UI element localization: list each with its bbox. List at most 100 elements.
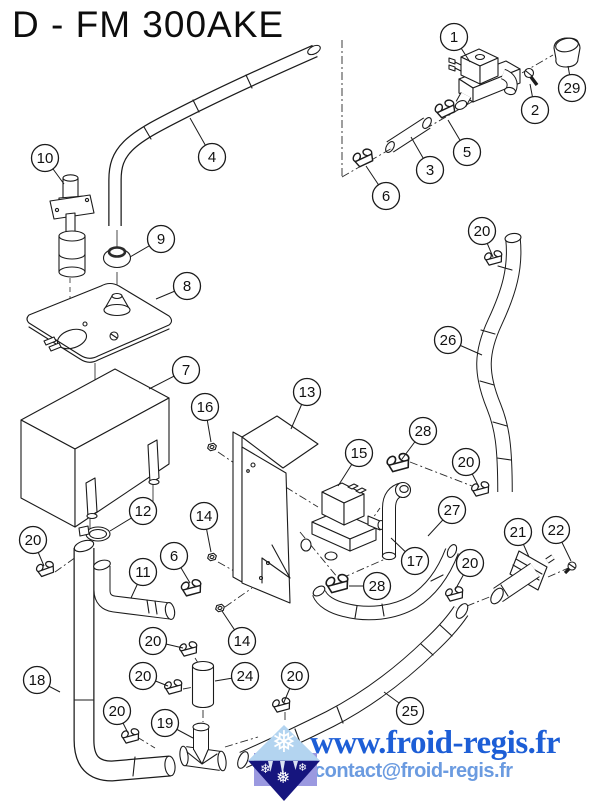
callout-20: [451, 447, 481, 477]
part-28-clamp-a: [383, 449, 414, 474]
callout-number: 29: [564, 80, 581, 97]
snowflake-icon: ❅: [276, 768, 291, 787]
callout-17: [400, 546, 430, 576]
callout-number: 14: [196, 508, 213, 525]
page-title: D - FM 300AKE: [12, 4, 285, 45]
icicle-icon: [293, 761, 298, 770]
callout-15: [344, 438, 374, 468]
callout-number: 24: [237, 668, 254, 685]
callout-26: [433, 325, 463, 355]
part-21-fitting: [490, 550, 555, 605]
callout-number: 12: [135, 503, 152, 520]
callout-3: [415, 155, 445, 185]
callout-28: [362, 571, 392, 601]
part-12-ring-clamp: [78, 525, 111, 542]
part-13-bracket: [232, 415, 319, 604]
callout-16: [190, 392, 220, 422]
snowflake-icon: ❄: [260, 761, 271, 776]
part-14-nut-a: [206, 552, 218, 562]
part-15-solenoid-valve: [300, 482, 385, 561]
callout-number: 7: [182, 362, 190, 379]
callout-28: [408, 416, 438, 446]
callout-5: [452, 137, 482, 167]
part-9-grommet: [102, 246, 132, 269]
callout-number: 21: [510, 524, 527, 541]
callout-number: 9: [157, 231, 165, 248]
icicle-icon: [268, 761, 273, 772]
callout-1: [439, 22, 469, 52]
callout-12: [128, 496, 158, 526]
callout-19: [150, 708, 180, 738]
part-16-nut: [206, 442, 218, 452]
callout-20: [455, 548, 485, 578]
callout-number: 15: [351, 445, 368, 462]
part-14-nut-b: [214, 603, 226, 613]
callout-number: 20: [458, 454, 475, 471]
part-22-screw: [563, 561, 577, 575]
part-5-clamp: [430, 95, 460, 121]
callout-number: 19: [157, 715, 174, 732]
callout-13: [292, 377, 322, 407]
callout-number: 20: [135, 668, 152, 685]
part-4-hose: [108, 44, 321, 226]
callout-6: [371, 181, 401, 211]
callout-number: 25: [402, 703, 419, 720]
callout-20: [18, 525, 48, 555]
part-26-hose: [476, 232, 522, 493]
part-20-clamp-b: [468, 478, 493, 498]
callout-8: [172, 271, 202, 301]
callout-number: 4: [208, 149, 216, 166]
callout-number: 18: [29, 672, 46, 689]
callout-number: 17: [407, 553, 424, 570]
part-6-clamp-top: [348, 144, 378, 170]
callout-number: 8: [183, 278, 191, 295]
part-20-clamp-d: [176, 638, 201, 658]
callout-2: [520, 95, 550, 125]
callout-number: 26: [440, 332, 457, 349]
part-24-sleeve: [191, 660, 215, 709]
part-19-tee-fitting: [179, 722, 227, 772]
part-18-hose: [73, 539, 176, 782]
part-20-clamp-h: [442, 583, 467, 603]
part-3-tube: [385, 117, 432, 153]
callout-number: 20: [474, 223, 491, 240]
callout-18: [22, 665, 52, 695]
callout-number: 11: [135, 564, 151, 581]
callout-number: 14: [234, 633, 251, 650]
part-7-tank: [20, 368, 170, 528]
callout-number: 22: [548, 522, 565, 539]
callout-number: 16: [197, 399, 214, 416]
part-20-clamp-c: [32, 557, 58, 579]
part-2-screw: [523, 67, 539, 87]
callout-20: [102, 696, 132, 726]
email-link[interactable]: contact@froid-regis.fr: [314, 760, 513, 782]
callout-11: [128, 557, 158, 587]
callout-number: 20: [462, 555, 479, 572]
callout-27: [437, 495, 467, 525]
part-20-clamp-a: [481, 247, 506, 267]
callout-21: [503, 517, 533, 547]
icicle-icon: [280, 761, 285, 775]
callout-number: 28: [415, 423, 432, 440]
callout-number: 1: [450, 29, 458, 46]
callout-4: [197, 142, 227, 172]
website-link[interactable]: www.froid-regis.fr: [310, 725, 561, 761]
callout-number: 28: [369, 578, 386, 595]
callout-number: 20: [287, 668, 304, 685]
callout-9: [146, 224, 176, 254]
part-8-cover: [26, 282, 173, 363]
callout-29: [557, 73, 587, 103]
callout-20: [128, 661, 158, 691]
callout-number: 6: [382, 188, 390, 205]
part-20-clamp-g: [269, 694, 294, 714]
callout-25: [395, 696, 425, 726]
callout-22: [541, 515, 571, 545]
callout-number: 2: [531, 102, 539, 119]
callout-14: [189, 501, 219, 531]
callout-number: 6: [170, 548, 178, 565]
callout-24: [230, 661, 260, 691]
callout-20: [467, 216, 497, 246]
callout-20: [280, 661, 310, 691]
